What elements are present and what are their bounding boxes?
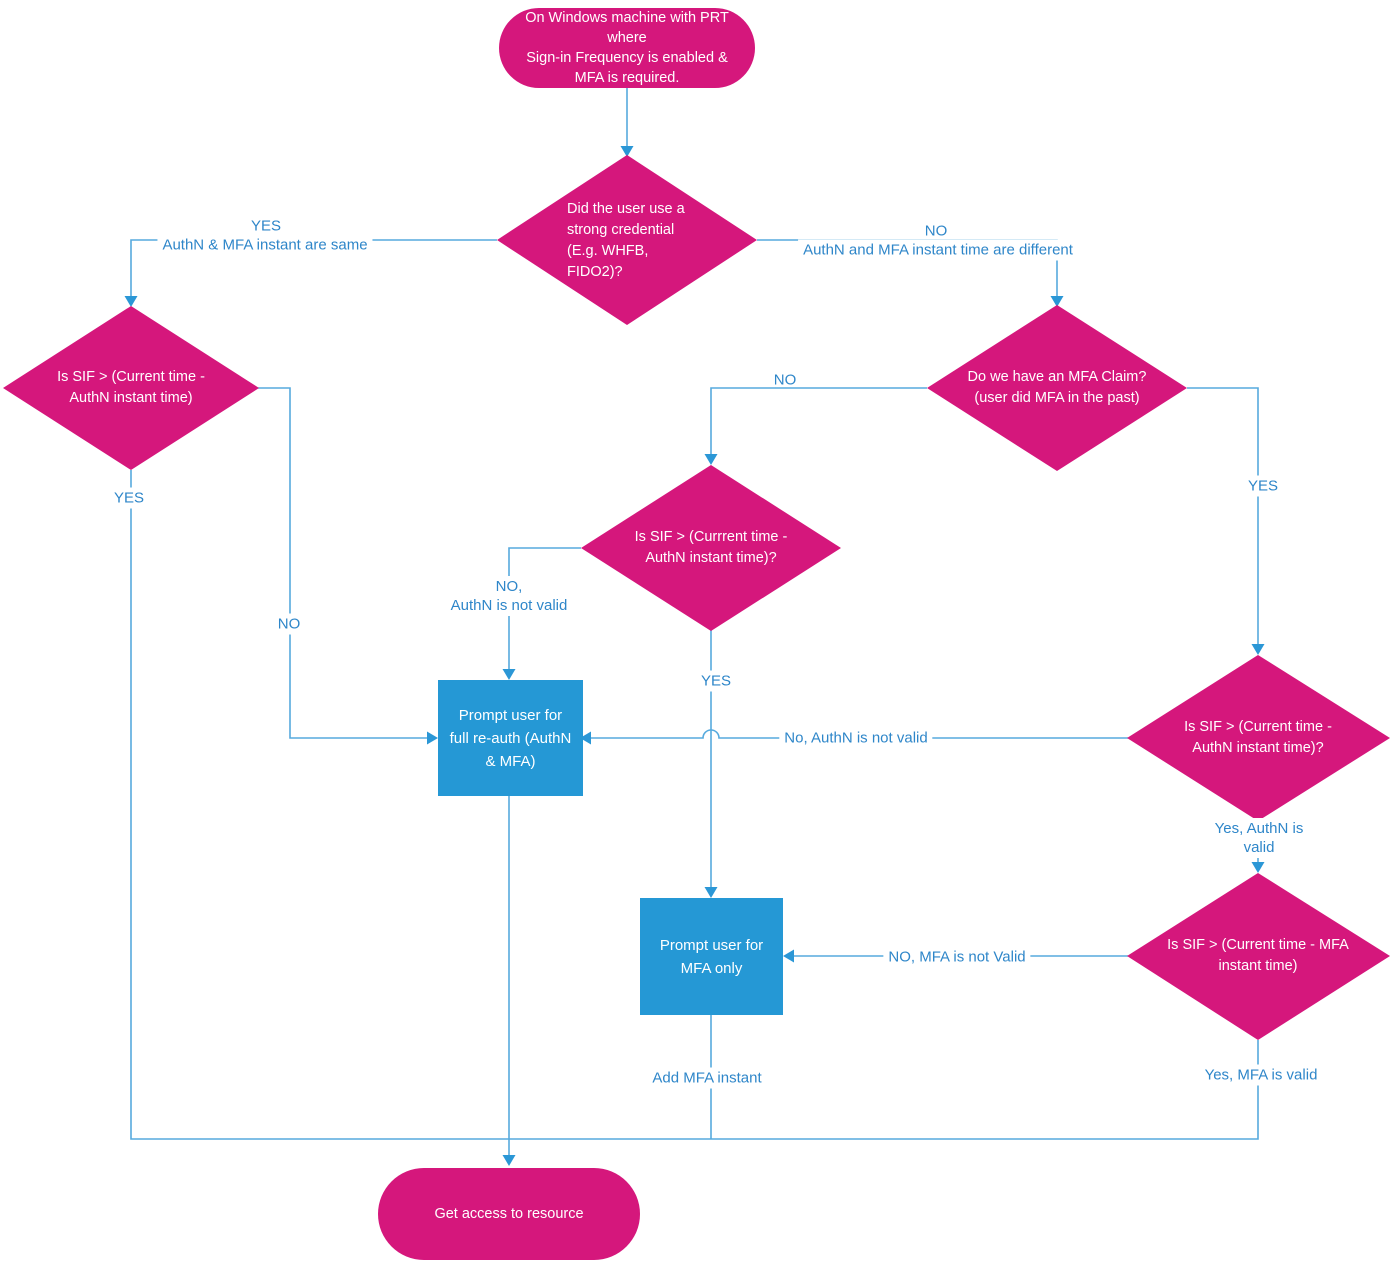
process-prompt-full-reauth: Prompt user for full re-auth (AuthN & MF… [438, 680, 583, 796]
process-prompt-mfa-only: Prompt user for MFA only [640, 898, 783, 1015]
edge-right-diamond-no-to-full-reauth [591, 729, 1128, 739]
label-right-no: No, AuthN is not valid [779, 727, 933, 749]
label-strong-no: NO [924, 222, 948, 240]
arrowhead-into-mfa-claim [1050, 296, 1064, 307]
edge-collector-line [130, 470, 1259, 1140]
label-strong-no-sub: AuthN and MFA instant time are different [798, 239, 1078, 261]
edge-strong-credential-yes [130, 239, 497, 296]
label-mfa-no: NO, MFA is not Valid [883, 946, 1031, 968]
diamond-mfa-claim-text: Do we have an MFA Claim? (user did MFA i… [967, 369, 1147, 406]
diamond-sif-authn-left [3, 306, 259, 470]
end-node-text: Get access to resource [434, 1206, 584, 1222]
diamond-sif-authn-mid-text: Is SIF > (Currrent time - AuthN instant … [634, 529, 788, 566]
edge-mfa-claim-no [710, 387, 927, 454]
edge-left-diamond-no-to-full-reauth [258, 387, 427, 739]
diamond-sif-mfa [1127, 873, 1390, 1040]
diamond-sif-authn-left-text: Is SIF > (Current time - AuthN instant t… [57, 369, 205, 406]
label-claim-yes: YES [1242, 475, 1284, 497]
diamond-sif-authn-right-text: Is SIF > (Current time - AuthN instant t… [1184, 719, 1332, 756]
arrowhead-into-full-reauth-right [580, 731, 591, 745]
start-node-text: On Windows machine with PRT where Sign-i… [525, 10, 729, 86]
diamond-sif-mfa-text: Is SIF > (Current time - MFA instant tim… [1167, 937, 1349, 974]
arrowhead-into-left-diamond [124, 296, 138, 307]
arrowhead-into-mfa-only-top [704, 887, 718, 898]
diamond-mfa-claim [927, 305, 1187, 471]
edge-mfa-claim-yes [1187, 387, 1259, 644]
label-strong-yes: YES [250, 217, 282, 235]
label-mid-yes: YES [695, 670, 737, 692]
arrowhead-into-mfa-only-right [783, 949, 794, 963]
label-claim-no: NO [773, 371, 797, 389]
arrowhead-into-end [502, 1155, 516, 1166]
arrowhead-into-strong-credential [620, 146, 634, 157]
label-strong-yes-sub: AuthN & MFA instant are same [157, 234, 373, 256]
label-add-mfa-instant: Add MFA instant [647, 1067, 767, 1089]
arrowhead-into-mid-diamond [704, 454, 718, 465]
arrowhead-into-full-reauth-left [427, 731, 438, 745]
start-node: On Windows machine with PRT where Sign-i… [499, 8, 755, 88]
process-prompt-mfa-only-text: Prompt user for MFA only [659, 936, 764, 977]
label-right-yes: Yes, AuthN is valid [1193, 818, 1325, 858]
diamond-strong-credential [497, 155, 757, 325]
diamond-strong-credential-text: Did the user use a strong credential (E.… [567, 201, 685, 280]
diamond-sif-authn-right [1127, 655, 1390, 821]
arrowhead-into-right-diamond [1251, 644, 1265, 655]
end-node: Get access to resource [378, 1168, 640, 1260]
edge-mid-diamond-no-to-full-reauth [508, 547, 581, 669]
label-mfa-yes: Yes, MFA is valid [1199, 1064, 1323, 1086]
process-prompt-full-reauth-text: Prompt user for full re-auth (AuthN & MF… [449, 706, 572, 770]
arrowhead-into-mfa-diamond [1251, 862, 1265, 873]
label-left-no: NO [272, 613, 306, 635]
arrowhead-into-full-reauth-top [502, 669, 516, 680]
label-mid-no: NO, AuthN is not valid [445, 576, 573, 616]
label-left-yes: YES [108, 487, 150, 509]
diamond-sif-authn-mid [581, 465, 841, 631]
